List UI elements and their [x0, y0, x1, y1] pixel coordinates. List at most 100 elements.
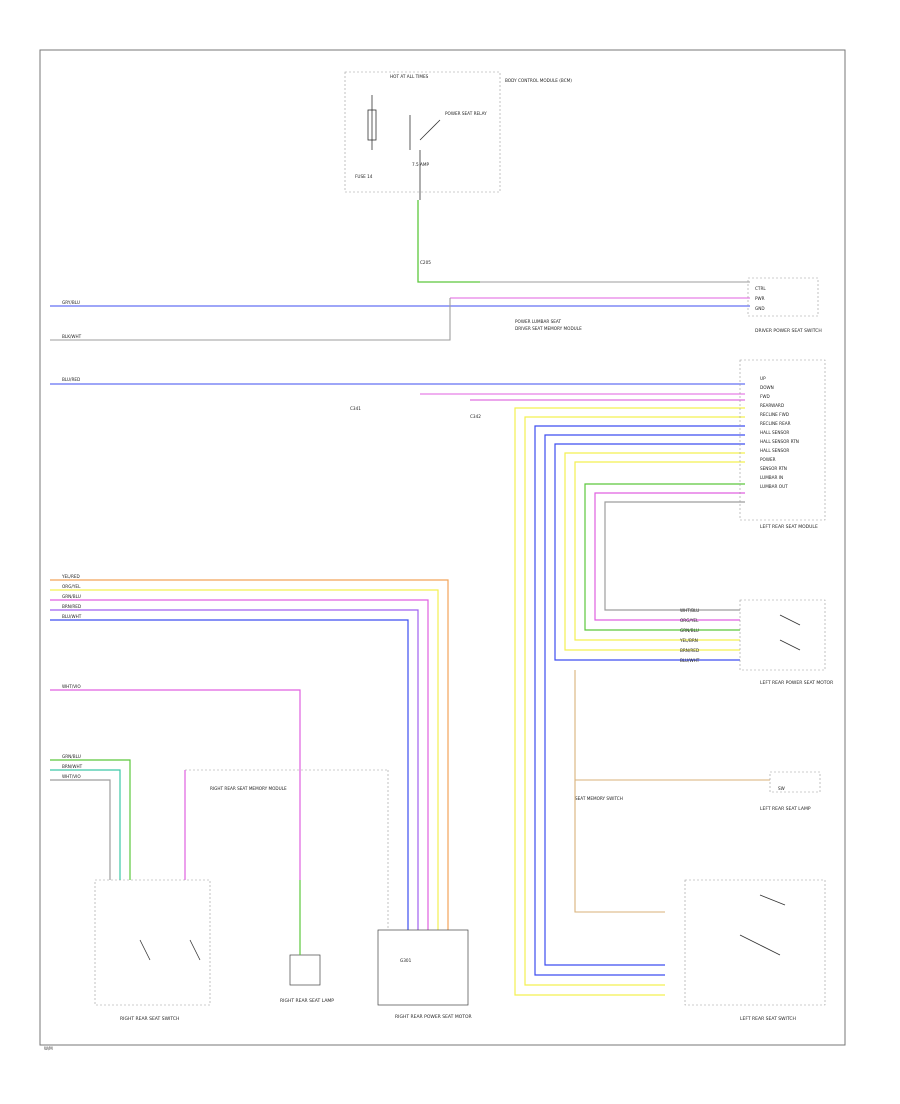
motor-pin-label: ORG/YEL [680, 618, 699, 623]
seat-switch-contact-2 [739, 934, 761, 946]
left-rear-module-outline [739, 359, 826, 521]
left-wire-label-3: BLU/RED [62, 377, 80, 382]
g-label: G301 [400, 958, 412, 963]
wire-gray-rr [50, 779, 111, 880]
module-pin-label: SENSOR RTN [760, 466, 787, 471]
left-mid-wire-label: GRN/BLU [62, 594, 81, 599]
left-rear-switch-outline [684, 879, 826, 1006]
left-mid-wire [50, 609, 419, 930]
driver-switch-label: DRIVER POWER SEAT SWITCH [755, 328, 822, 334]
module-pin-label: LUMBAR OUT [760, 484, 788, 489]
module-pin-label: HALL SENSOR [760, 448, 789, 453]
seat-switch-contact-3 [759, 944, 781, 956]
rr-switch-contact-1 [139, 939, 151, 961]
fuse-b-label: 7.5 AMP [412, 162, 429, 167]
bundle-wire-3 [534, 425, 745, 976]
right-rear-lamp: RIGHT REAR SEAT LAMP [280, 880, 334, 1004]
left-rear-power-pins: WHT/BLUORG/YELGRN/BLUYEL/BRNBRN/REDBLU/W… [679, 608, 700, 663]
left-rear-seat-module-pins: UP DOWN FWD REARWARD RECLINE FWD RECLINE REAR… [760, 376, 799, 489]
left-rear-switch-label: LEFT REAR SEAT SWITCH [740, 1016, 796, 1022]
seat-module-bundle [514, 407, 745, 996]
motor-switch-2 [779, 639, 801, 651]
motor-pin-label: BRN/RED [680, 648, 699, 653]
left-mid-wire [50, 599, 429, 930]
fuse-relay-box: HOT AT ALL TIMES BODY CONTROL MODULE (BC… [344, 71, 572, 265]
driver-switch-connector: CTRL PWR GND DRIVER POWER SEAT SWITCH [747, 277, 822, 334]
center-note: RIGHT REAR SEAT MEMORY MODULE [210, 786, 287, 791]
left-wire-pink-label: WHT/VIO [62, 684, 81, 689]
bundle-wire-10 [604, 501, 745, 611]
left-wire-bottom-1: GRN/BLU [62, 754, 81, 759]
relay-switch-icon [419, 119, 441, 141]
bundle-wire-2 [524, 416, 745, 986]
lamp-sw-label: SW [778, 786, 785, 791]
left-rear-lamp: SW LEFT REAR SEAT LAMP SEAT MEMORY SWITC… [574, 670, 821, 913]
bundle-wire-7 [574, 461, 745, 641]
left-row-b-label: C342 [470, 414, 481, 419]
footer-label: W/M [44, 1046, 53, 1051]
left-rear-lamp-outline [769, 771, 821, 793]
right-rear-power-motor: RIGHT REAR POWER SEAT MOTOR G301 [377, 929, 472, 1020]
bundle-wire-4 [544, 434, 745, 966]
left-mid-wire-label: ORG/YEL [62, 584, 81, 589]
module-pin-label: HALL SENSOR RTN [760, 439, 799, 444]
left-wire-bottom-2: BRN/WHT [62, 764, 83, 769]
right-rear-switch-wires: GRN/BLU BRN/WHT WHT/VIO [50, 754, 186, 880]
left-rear-seat-switch: LEFT REAR SEAT SWITCH [684, 879, 826, 1022]
motor-pin-label: BLU/WHT [680, 658, 700, 663]
left-mid-wire-label: YEL/RED [61, 574, 80, 579]
right-rear-switch-outline [94, 879, 211, 1006]
left-mid-wire-label: BLU/WHT [62, 614, 82, 619]
left-mid-wire [50, 589, 439, 930]
wire-teal-rr [50, 769, 121, 880]
fuse-box-name: BODY CONTROL MODULE (BCM) [505, 78, 572, 83]
motor-pin-label: WHT/BLU [680, 608, 699, 613]
left-mid-wire [50, 619, 409, 930]
module-pin-label: UP [760, 376, 766, 381]
fuse-icon [367, 109, 377, 141]
module-pin-label: LUMBAR IN [760, 475, 783, 480]
left-rear-power-outline [739, 599, 826, 671]
left-mid-wire-group: YEL/RED ORG/YEL GRN/BLU BRN/RED BLU/WHT [50, 574, 449, 930]
bundle-wire-1 [514, 407, 745, 996]
left-rear-module-label: LEFT REAR SEAT MODULE [760, 524, 818, 530]
lamp-wire-down [574, 780, 665, 913]
module-pin-label: RECLINE REAR [760, 421, 791, 426]
wire-green-rr [50, 759, 131, 880]
wire-pink-right-rear [50, 689, 301, 880]
left-rear-lamp-label: LEFT REAR SEAT LAMP [760, 806, 811, 812]
seat-switch-contact-1 [759, 894, 786, 906]
right-rear-seat-switch: RIGHT REAR SEAT SWITCH [94, 879, 211, 1022]
module-pin-label: DOWN [760, 385, 774, 390]
left-wire-label-2: BLK/WHT [62, 334, 82, 339]
left-wire-bottom-3: WHT/VIO [62, 774, 81, 779]
fuse-box-title: HOT AT ALL TIMES [390, 74, 429, 79]
left-rear-power-motor: LEFT REAR POWER SEAT MOTOR WHT/BLU ORG/YE… [679, 599, 833, 686]
left-wire-label-1: GRY/BLU [62, 300, 80, 305]
module-pin-label: REARWARD [760, 403, 784, 408]
left-mid-wire-label: BRN/RED [62, 604, 81, 609]
module-pin-label: RECLINE FWD [760, 412, 789, 417]
fuse-box-outline [344, 71, 501, 193]
bundle-wire-9 [594, 492, 745, 621]
module-pin-label: POWER [760, 457, 776, 462]
lumbar-note: POWER LUMBAR SEAT [515, 319, 561, 324]
bundle-wire-8 [584, 483, 745, 631]
motor-switch-1 [779, 614, 801, 626]
bundle-wire-6 [564, 452, 745, 651]
left-row-a-label: C341 [350, 406, 361, 411]
module-pin-label: HALL SENSOR [760, 430, 789, 435]
pin-pwr: PWR [755, 296, 765, 301]
right-rear-power-box [377, 929, 469, 1006]
diagram-frame [39, 49, 846, 1046]
driver-switch-outline [747, 277, 819, 317]
left-rear-power-label: LEFT REAR POWER SEAT MOTOR [760, 680, 833, 686]
splice-top-label: C205 [420, 260, 431, 265]
bundle-wire-5 [554, 443, 745, 661]
right-rear-power-label: RIGHT REAR POWER SEAT MOTOR [395, 1014, 472, 1020]
right-rear-lamp-label: RIGHT REAR SEAT LAMP [280, 998, 334, 1004]
left-mid-wire [50, 579, 449, 930]
module-pin-label: FWD [760, 394, 770, 399]
